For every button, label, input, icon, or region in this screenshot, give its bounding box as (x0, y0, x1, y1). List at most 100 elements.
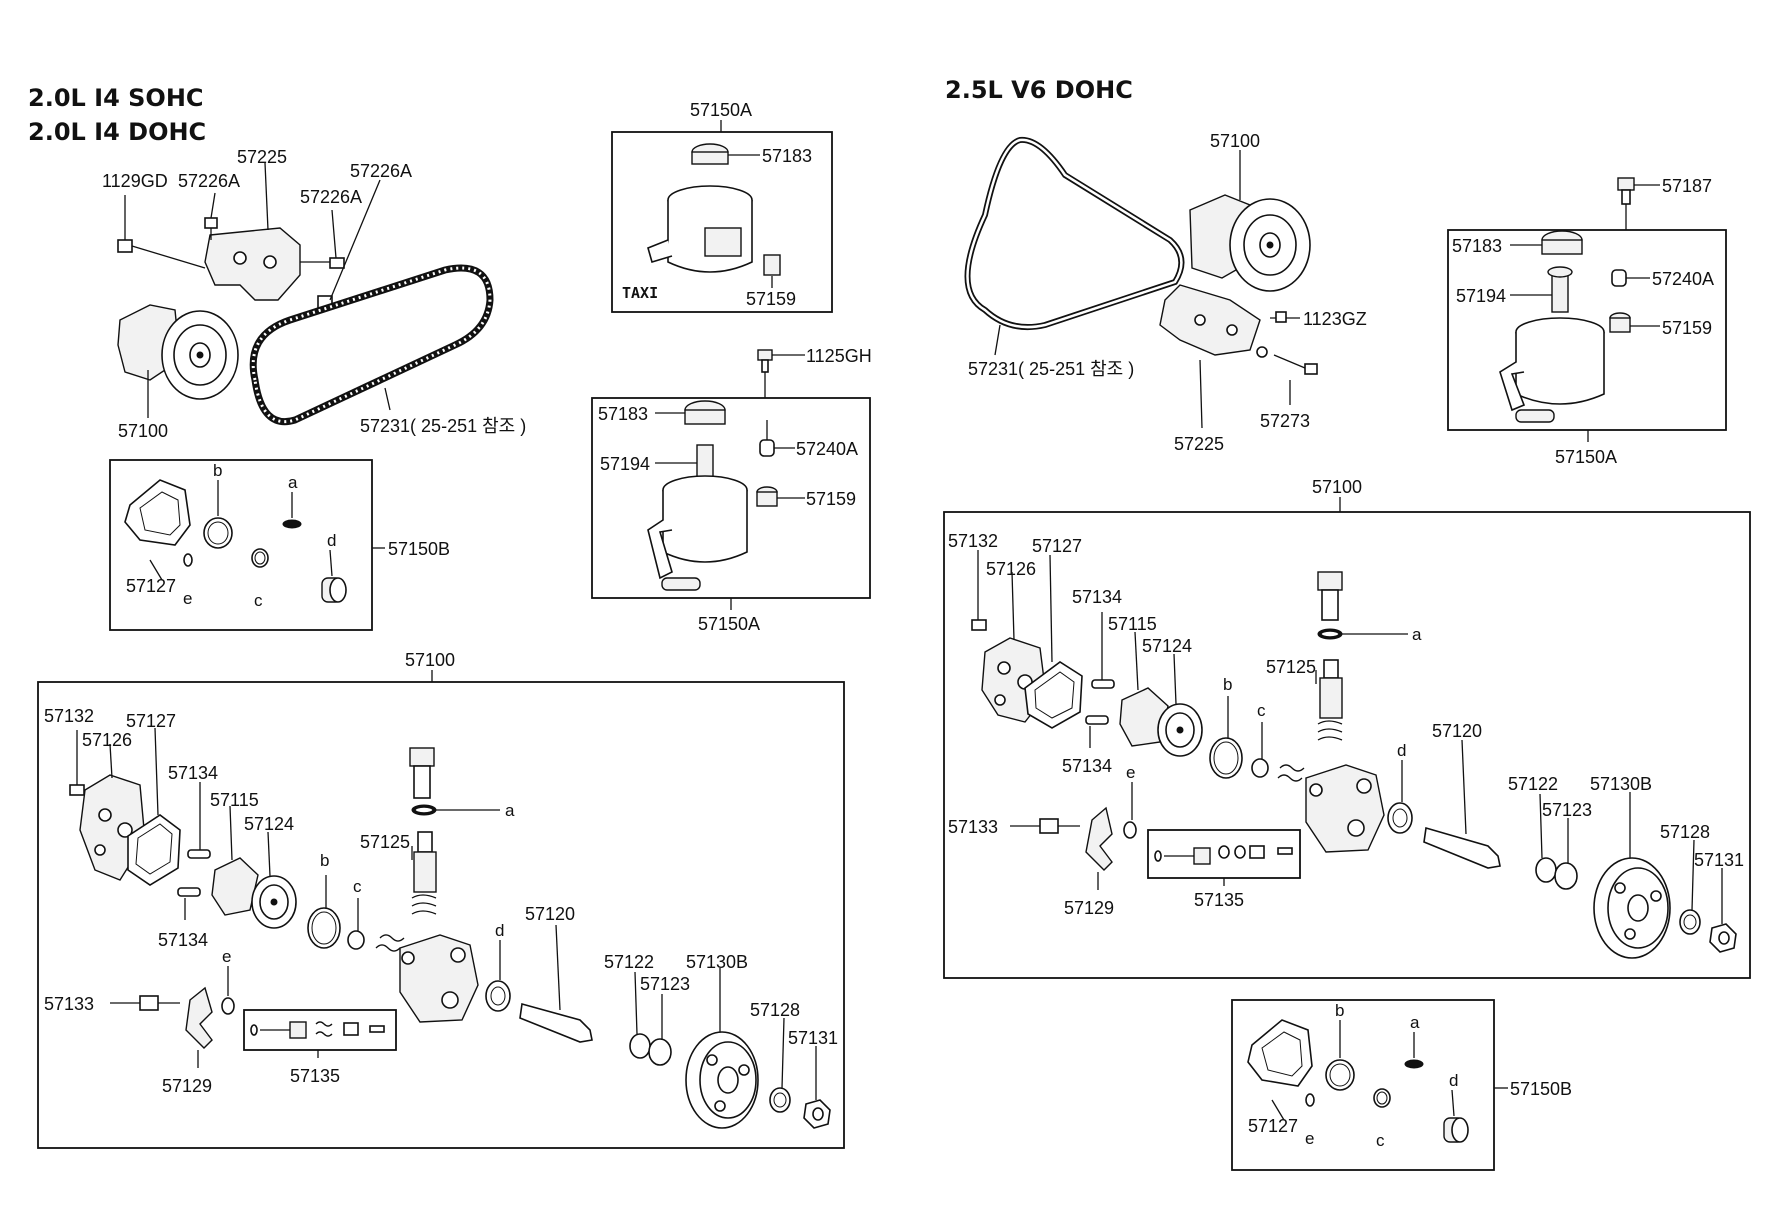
label-57123-left: 57123 (640, 974, 690, 994)
bolt-57226a-2 (329, 257, 345, 269)
letter-b-kit-right: b (1335, 1001, 1344, 1020)
label-57131-left: 57131 (788, 1028, 838, 1048)
label-57124-left: 57124 (244, 814, 294, 834)
letter-a-pump-right: a (1412, 625, 1422, 644)
label-57273: 57273 (1260, 411, 1310, 431)
label-57159-left: 57159 (806, 489, 856, 509)
label-57135-right: 57135 (1194, 890, 1244, 910)
letter-e-kit-right: e (1305, 1129, 1314, 1148)
letter-e-pump-left: e (222, 947, 231, 966)
label-1125gh: 1125GH (806, 346, 872, 366)
letter-b-pump-left: b (320, 851, 329, 870)
bolt-1129gd (117, 239, 206, 269)
taxi-label: TAXI (622, 284, 658, 302)
letter-d-kit-right: d (1449, 1071, 1458, 1090)
pump-exploded-right: 57100 57132 57126 57127 57134 57134 5711… (943, 477, 1751, 979)
label-57100-exploded-left: 57100 (405, 650, 455, 670)
label-57115-right: 57115 (1108, 614, 1157, 634)
label-57125-left: 57125 (360, 832, 410, 852)
label-57133-left: 57133 (44, 994, 94, 1014)
label-57100-top-right: 57100 (1210, 131, 1260, 151)
pump-57100-left (117, 304, 239, 400)
label-57127-kit-right: 57127 (1248, 1116, 1298, 1136)
label-57128-left: 57128 (750, 1000, 800, 1020)
label-57194-right: 57194 (1456, 286, 1506, 306)
reservoir-57150a-left: 1125GH 57183 57240A 57194 57159 57150A (591, 346, 872, 634)
engine-title-right: 2.5L V6 DOHC (945, 76, 1133, 104)
label-57127-left: 57127 (126, 711, 176, 731)
label-57150a-left: 57150A (698, 614, 760, 634)
label-57183-res-right: 57183 (1452, 236, 1502, 256)
label-57132-left: 57132 (44, 706, 94, 726)
label-57225-left: 57225 (237, 147, 287, 167)
label-57226a-1: 57226A (178, 171, 240, 191)
label-57120-right: 57120 (1432, 721, 1482, 741)
label-57231-left: 57231( 25-251 참조 ) (360, 416, 526, 436)
label-57134-left-a: 57134 (168, 763, 218, 783)
letter-e-left: e (183, 589, 192, 608)
letter-c-pump-right: c (1257, 701, 1266, 720)
letter-c-pump-left: c (353, 877, 362, 896)
label-57226a-3: 57226A (300, 187, 362, 207)
label-57122-left: 57122 (604, 952, 654, 972)
label-57120-left: 57120 (525, 904, 575, 924)
letter-e-pump-right: e (1126, 763, 1135, 782)
label-57183-taxi: 57183 (762, 146, 812, 166)
engine-title-left-1: 2.0L I4 SOHC (28, 84, 204, 112)
label-57183-res-left: 57183 (598, 404, 648, 424)
label-57159-taxi: 57159 (746, 289, 796, 309)
label-57129-left: 57129 (162, 1076, 212, 1096)
label-57134-right-b: 57134 (1062, 756, 1112, 776)
letter-c-kit-right: c (1376, 1131, 1385, 1150)
label-57126-right: 57126 (986, 559, 1036, 579)
label-57115-left: 57115 (210, 790, 259, 810)
label-57127-right: 57127 (1032, 536, 1082, 556)
kit-57150b-left: 57150B b a d 57127 e c (109, 459, 450, 631)
label-57131-right: 57131 (1694, 850, 1744, 870)
label-57129-right: 57129 (1064, 898, 1114, 918)
letter-b-left: b (213, 461, 222, 480)
label-57100-exploded-right: 57100 (1312, 477, 1362, 497)
label-57132-right: 57132 (948, 531, 998, 551)
label-57135-left: 57135 (290, 1066, 340, 1086)
label-57194-left: 57194 (600, 454, 650, 474)
letter-d-left: d (327, 531, 336, 550)
label-57150a-right: 57150A (1555, 447, 1617, 467)
letter-d-pump-right: d (1397, 741, 1406, 760)
top-left-assembly: 1129GD 57226A 57225 57226A 57226A 57100 … (102, 147, 526, 441)
label-57231-right: 57231( 25-251 참조 ) (968, 359, 1134, 379)
letter-c-left: c (254, 591, 263, 610)
letter-d-pump-left: d (495, 921, 504, 940)
bolt-57226a-1 (204, 217, 218, 229)
label-57124-right: 57124 (1142, 636, 1192, 656)
label-57130b-right: 57130B (1590, 774, 1652, 794)
label-57240a-left: 57240A (796, 439, 858, 459)
top-right-assembly: 57100 1123GZ 57273 57225 57231( 25-251 참… (964, 131, 1367, 454)
label-57127-kit-left: 57127 (126, 576, 176, 596)
kit-57150b-right: 57150B b a d 57127 e c (1231, 999, 1572, 1171)
label-1123gz: 1123GZ (1303, 309, 1367, 329)
bracket-57225 (204, 227, 301, 301)
label-57159-right: 57159 (1662, 318, 1712, 338)
label-57100-left: 57100 (118, 421, 168, 441)
label-1129gd: 1129GD (102, 171, 168, 191)
pump-exploded-left: 57100 57132 57126 57127 57134 57134 5711… (37, 650, 845, 1149)
letter-b-pump-right: b (1223, 675, 1232, 694)
letter-a-kit-right: a (1410, 1013, 1420, 1032)
label-57150a-taxi: 57150A (690, 100, 752, 120)
label-57150b-right: 57150B (1510, 1079, 1572, 1099)
label-57187: 57187 (1662, 176, 1712, 196)
label-57130b-left: 57130B (686, 952, 748, 972)
label-57128-right: 57128 (1660, 822, 1710, 842)
label-57133-right: 57133 (948, 817, 998, 837)
letter-a-pump-left: a (505, 801, 515, 820)
engine-title-left-2: 2.0L I4 DOHC (28, 118, 206, 146)
label-57226a-2: 57226A (350, 161, 412, 181)
label-57150b-left: 57150B (388, 539, 450, 559)
letter-a-left: a (288, 473, 298, 492)
label-57125-right: 57125 (1266, 657, 1316, 677)
label-57225-right: 57225 (1174, 434, 1224, 454)
label-57122-right: 57122 (1508, 774, 1558, 794)
